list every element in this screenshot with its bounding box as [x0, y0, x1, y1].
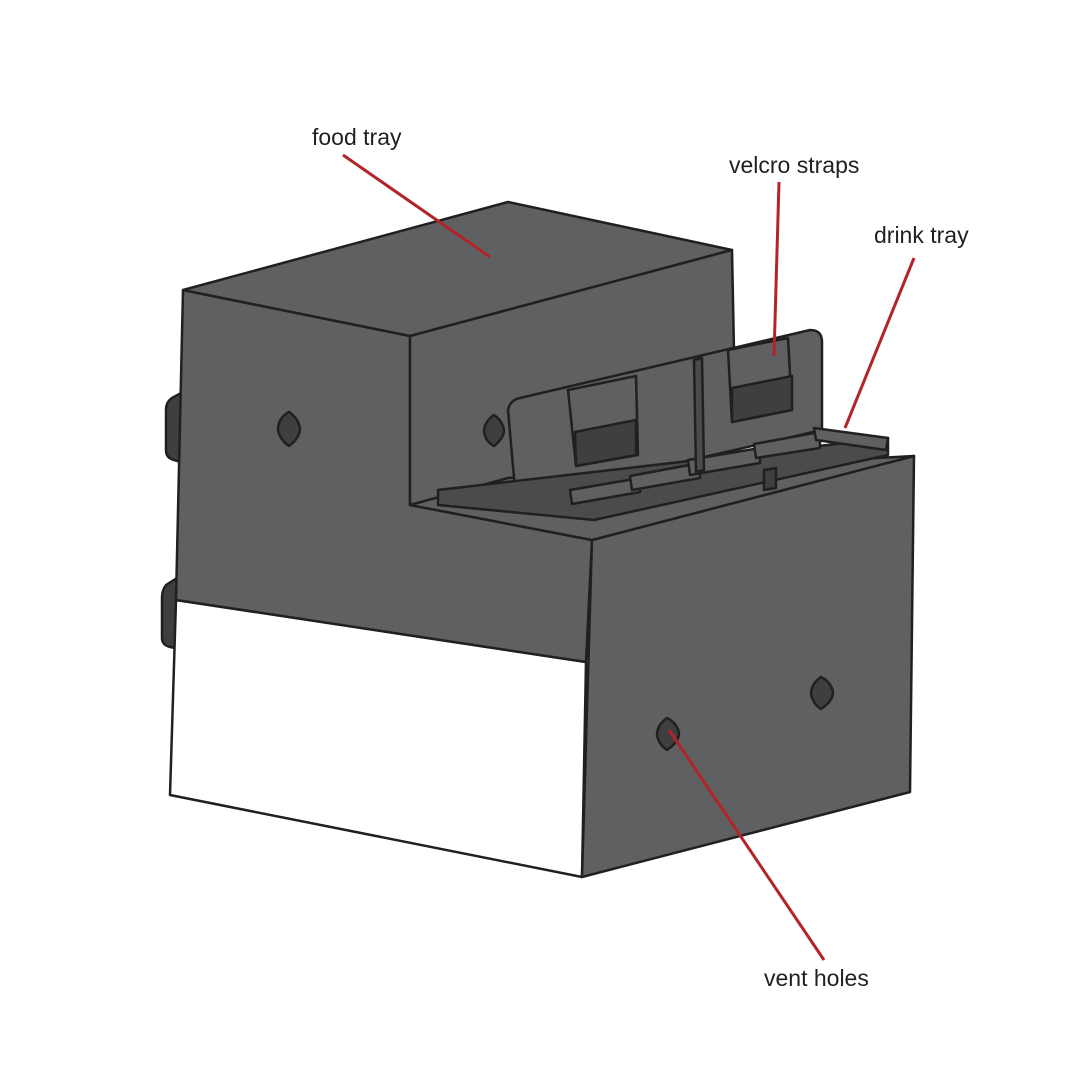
leader-vent-holes	[667, 729, 826, 961]
leader-drink-tray	[843, 257, 916, 429]
velcro-strap-left-pad	[573, 418, 638, 468]
leader-food-tray	[342, 153, 491, 259]
vent-hole-4	[809, 675, 835, 711]
label-drink-tray: drink tray	[874, 222, 969, 248]
vent-hole-1	[276, 410, 302, 448]
separator-post	[692, 356, 706, 474]
label-food-tray: food tray	[312, 124, 402, 150]
divider-4	[752, 430, 822, 460]
side-clip-lower	[160, 576, 179, 650]
vent-hole-2	[482, 413, 506, 448]
divider-1	[568, 476, 642, 506]
velcro-strap-right-pad	[730, 374, 794, 424]
divider-5	[812, 426, 890, 452]
label-velcro-straps: velcro straps	[729, 152, 860, 178]
divider-2	[628, 461, 702, 492]
divider-3	[686, 446, 762, 477]
leader-velcro-straps	[772, 181, 781, 357]
vent-hole-3	[655, 716, 681, 752]
separator-post-right	[762, 466, 778, 492]
label-vent-holes: vent holes	[764, 965, 869, 991]
